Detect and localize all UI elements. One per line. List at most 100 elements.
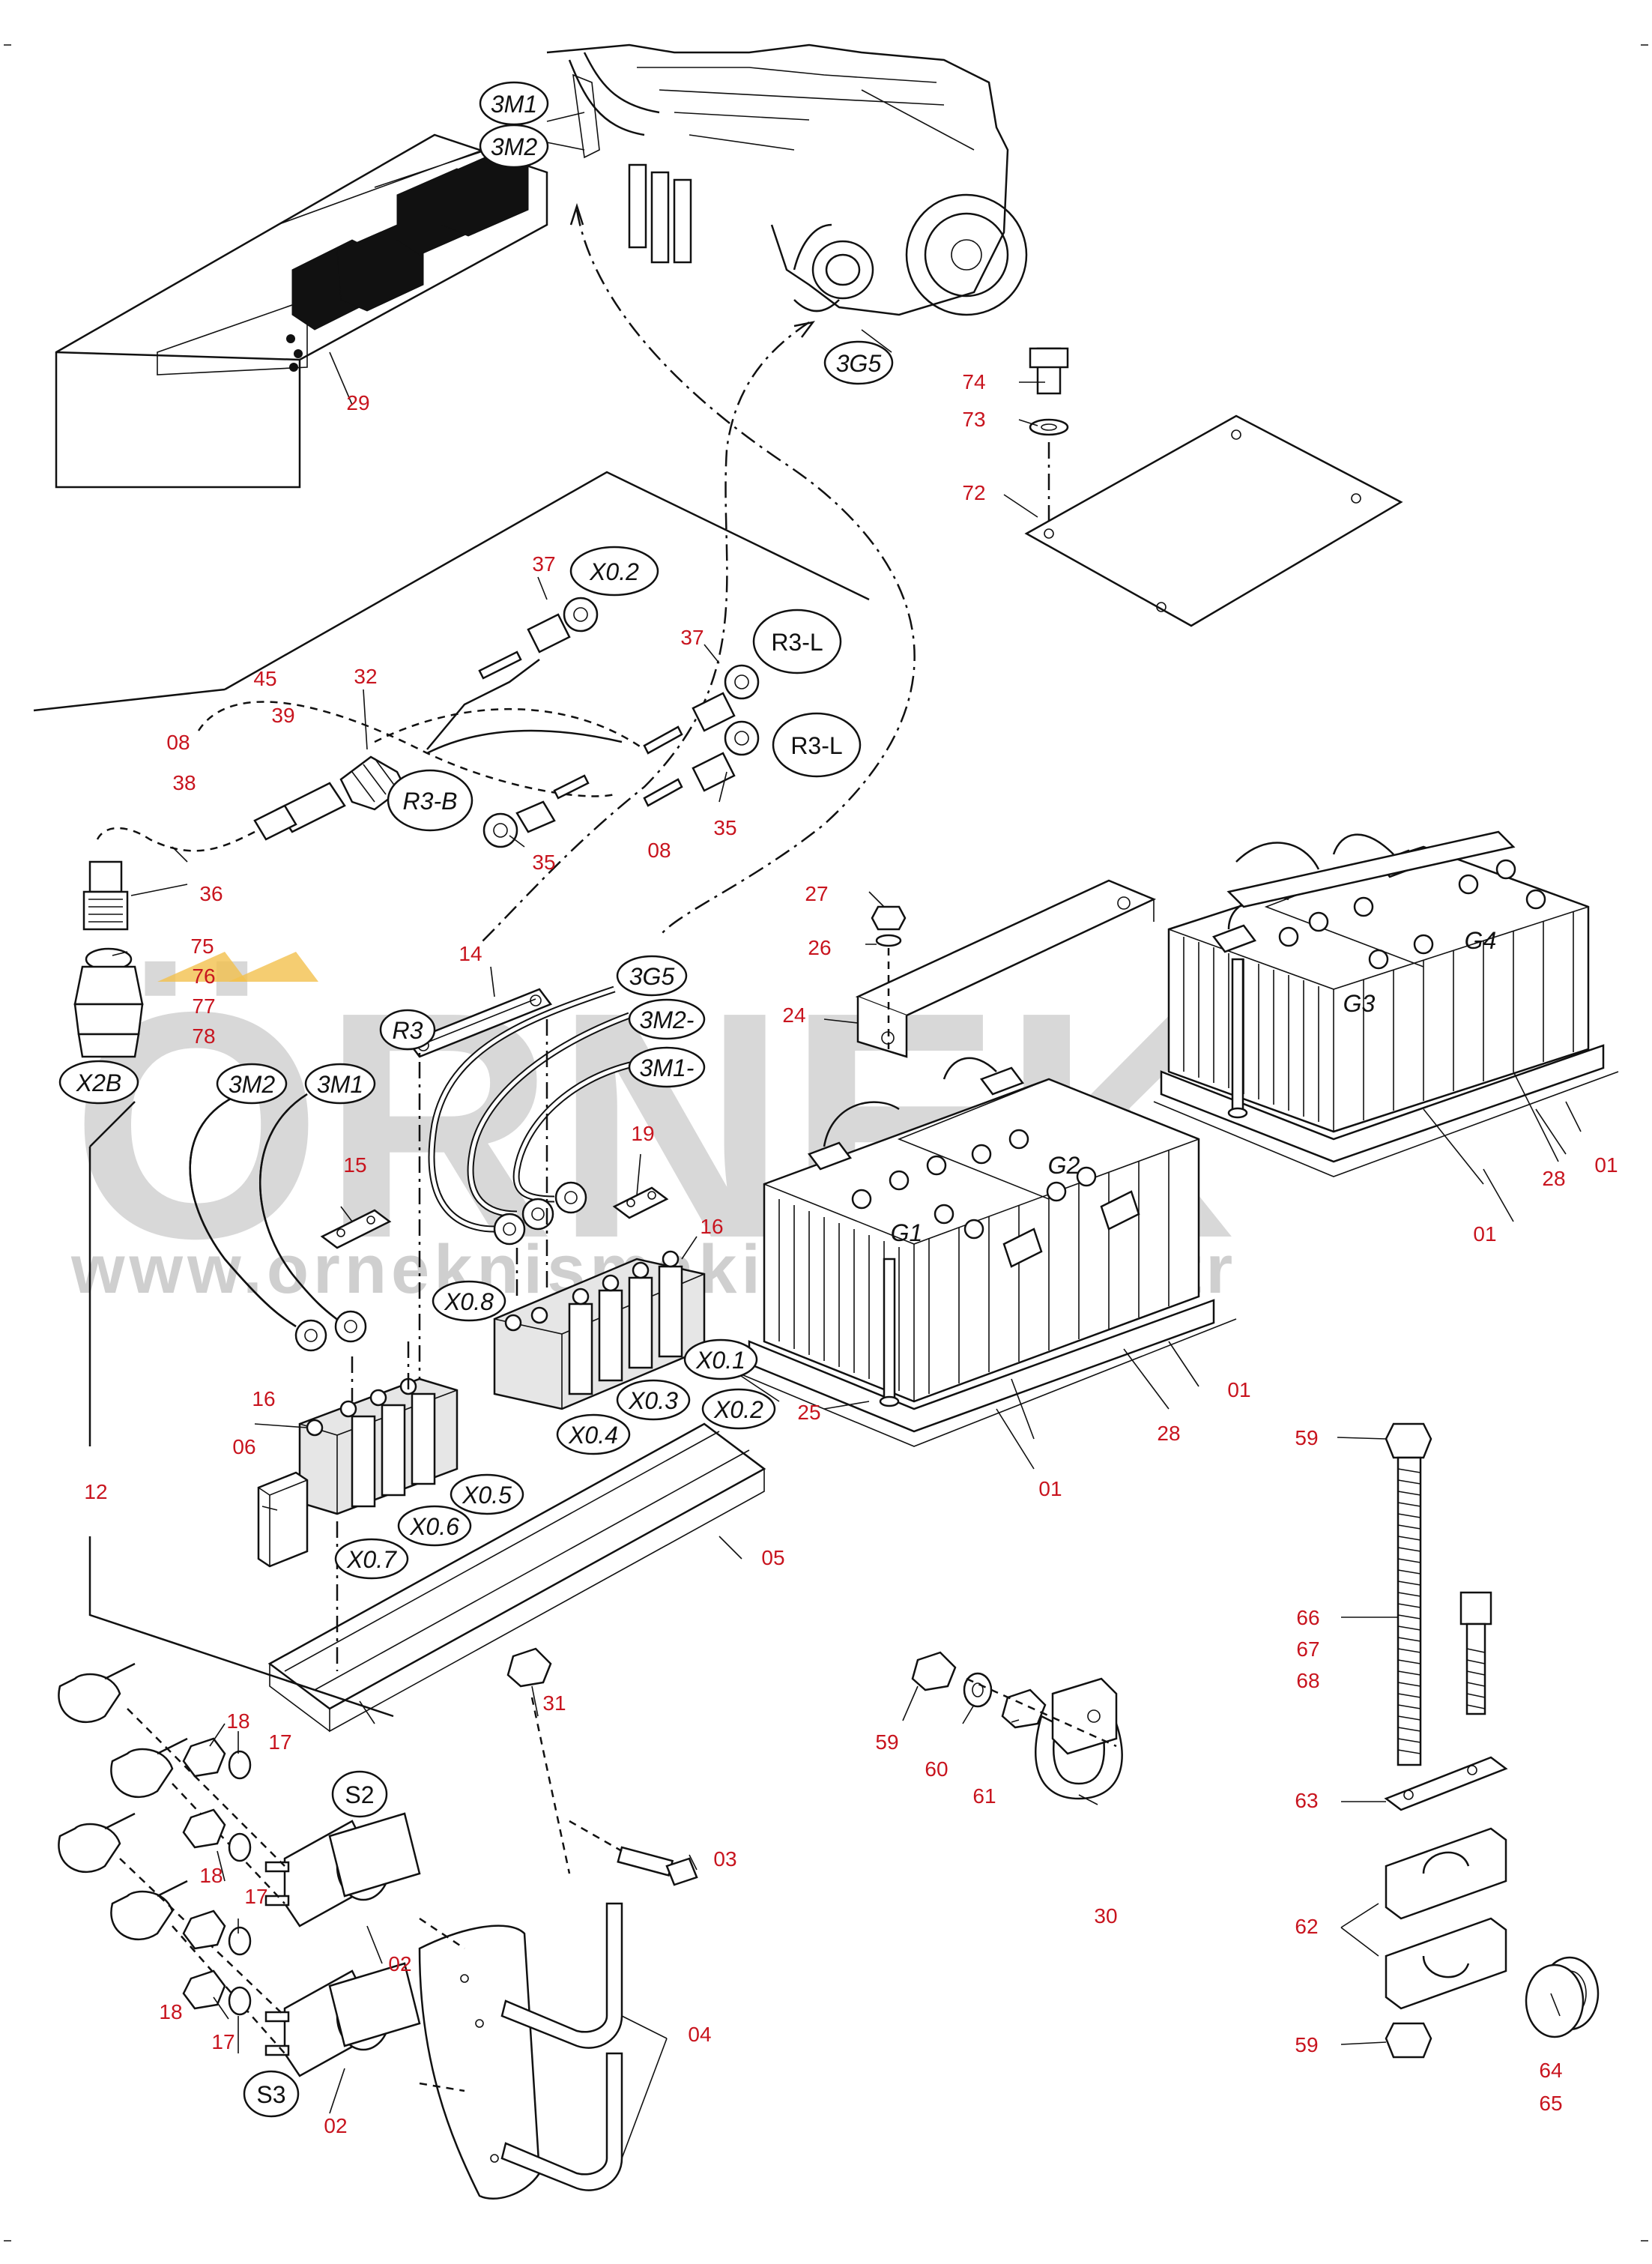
- callout-3M2-cable: 3M2: [229, 1071, 275, 1098]
- callout-R3: R3: [393, 1017, 423, 1044]
- callout-X0.3: X0.3: [628, 1387, 678, 1414]
- part-number-32: 32: [354, 665, 377, 688]
- callout-X0.2-cable: X0.2: [589, 558, 639, 585]
- part-number-27: 27: [805, 882, 828, 905]
- part-number-12: 12: [84, 1480, 107, 1503]
- part-number-17-b: 17: [244, 1885, 267, 1908]
- callout-X2B: X2B: [76, 1069, 121, 1096]
- route-arrow-3M: [569, 202, 584, 226]
- callout-3M1-mid: 3M1-: [640, 1054, 695, 1081]
- part-number-31: 31: [542, 1691, 566, 1715]
- part-number-63: 63: [1295, 1789, 1318, 1812]
- part-number-01-G4: 01: [1594, 1153, 1618, 1177]
- callout-X0.7: X0.7: [346, 1546, 397, 1573]
- part-number-77: 77: [192, 994, 215, 1018]
- part-number-35-left: 35: [532, 851, 555, 874]
- part-number-29: 29: [346, 391, 369, 414]
- connector-lines-block: [336, 1019, 548, 1671]
- part-number-02-S3: 02: [324, 2114, 347, 2137]
- part-number-64: 64: [1539, 2059, 1562, 2082]
- part-number-37-mid: 37: [680, 626, 704, 649]
- part-number-67: 67: [1296, 1637, 1319, 1661]
- engine-block: [546, 43, 1028, 316]
- cables-3G5-3M2-3M1: [428, 985, 635, 1246]
- part-number-18-c: 18: [159, 2000, 182, 2023]
- part-number-15: 15: [343, 1153, 366, 1177]
- corner-marks: [4, 44, 1648, 2242]
- bracket-24: [855, 879, 1157, 1407]
- switch-S2: [264, 1812, 421, 1928]
- part-number-02-S2: 02: [388, 1952, 411, 1975]
- part-number-04: 04: [688, 2023, 711, 2046]
- callout-X0.1: X0.1: [695, 1347, 745, 1374]
- callout-3G5-mid: 3G5: [629, 963, 675, 990]
- bolt-kit-right: [1384, 1422, 1600, 2059]
- ring-terminal-37-mid: [643, 664, 760, 755]
- strap-15: [320, 1209, 392, 1249]
- part-number-78: 78: [192, 1024, 215, 1048]
- leader-lines: [112, 112, 1582, 2159]
- part-number-08-left: 08: [166, 731, 190, 754]
- callout-3M2-mid: 3M2-: [640, 1006, 695, 1033]
- part-number-24: 24: [782, 1003, 805, 1027]
- part-number-17-a: 17: [268, 1730, 291, 1754]
- strap-19: [612, 1186, 669, 1219]
- din-rail-05: [267, 1422, 766, 1733]
- part-number-17-c: 17: [211, 2030, 235, 2053]
- part-number-01-G3: 01: [1473, 1222, 1496, 1246]
- bracket-12: [88, 1101, 394, 1718]
- callout-3M2-top: 3M2: [491, 133, 537, 160]
- cable-boots: [58, 1662, 285, 2054]
- route-line-3G5: [479, 321, 810, 945]
- part-number-39: 39: [271, 704, 294, 727]
- ring-terminal-37-top: [478, 597, 599, 680]
- callout-S2: S2: [345, 1781, 374, 1808]
- callout-R3-L-b: R3-L: [790, 732, 842, 759]
- part-number-68: 68: [1296, 1669, 1319, 1692]
- part-number-28-front: 28: [1157, 1422, 1180, 1445]
- part-number-60: 60: [925, 1757, 948, 1781]
- part-number-30: 30: [1094, 1904, 1117, 1928]
- callout-3M1-cable: 3M1: [317, 1071, 363, 1098]
- part-number-19: 19: [631, 1122, 654, 1145]
- part-number-35-right: 35: [713, 816, 736, 839]
- plug-75-78: [73, 947, 144, 1058]
- part-number-18-b: 18: [199, 1864, 223, 1887]
- part-number-65: 65: [1539, 2092, 1562, 2115]
- callout-S3: S3: [256, 2081, 285, 2108]
- callout-3M1-top: 3M1: [491, 91, 537, 118]
- part-number-74: 74: [962, 370, 985, 393]
- part-number-03: 03: [713, 1847, 736, 1871]
- part-number-73: 73: [962, 408, 985, 431]
- part-number-62: 62: [1295, 1915, 1318, 1938]
- label-G1: G1: [891, 1219, 923, 1246]
- part-number-01-G1: 01: [1038, 1477, 1062, 1500]
- battery-pair-G1-G2: [733, 1057, 1237, 1447]
- battery-pair-G3-G4: [1153, 830, 1619, 1177]
- part-number-66: 66: [1296, 1606, 1319, 1629]
- part-number-16-left: 16: [252, 1387, 275, 1410]
- part-number-45: 45: [253, 667, 276, 690]
- ring-terminal-35-right: [643, 720, 760, 807]
- callout-X0.6: X0.6: [409, 1513, 459, 1540]
- battery-tray-29: [55, 133, 548, 489]
- part-number-38: 38: [172, 771, 196, 794]
- part-number-61: 61: [972, 1784, 996, 1808]
- route-line-3M: [575, 209, 916, 938]
- part-number-28-back: 28: [1542, 1167, 1565, 1190]
- ring-terminal-35-left: [482, 774, 590, 848]
- switch-S3: [264, 1962, 421, 2077]
- label-G4: G4: [1465, 927, 1497, 954]
- part-number-36: 36: [199, 882, 223, 905]
- callout-bubbles: 3M1 3M2 3G5 X0.2 R3-L R3-L R3-B X2B 3M2 …: [58, 81, 1497, 2118]
- clamp-group-30: [911, 1651, 1123, 1800]
- part-numbers: 29 74 73 72 45 37 37 32 39 08 38 36 75 7…: [84, 370, 1618, 2137]
- grommet-39: [253, 782, 346, 841]
- route-arrow-3G5: [793, 321, 815, 338]
- label-G2: G2: [1048, 1152, 1080, 1179]
- part-number-06: 06: [232, 1435, 255, 1458]
- cover-plate-group: [1024, 347, 1403, 627]
- cables-3M2-3M1: [189, 1093, 367, 1352]
- part-number-18-a: 18: [226, 1709, 249, 1733]
